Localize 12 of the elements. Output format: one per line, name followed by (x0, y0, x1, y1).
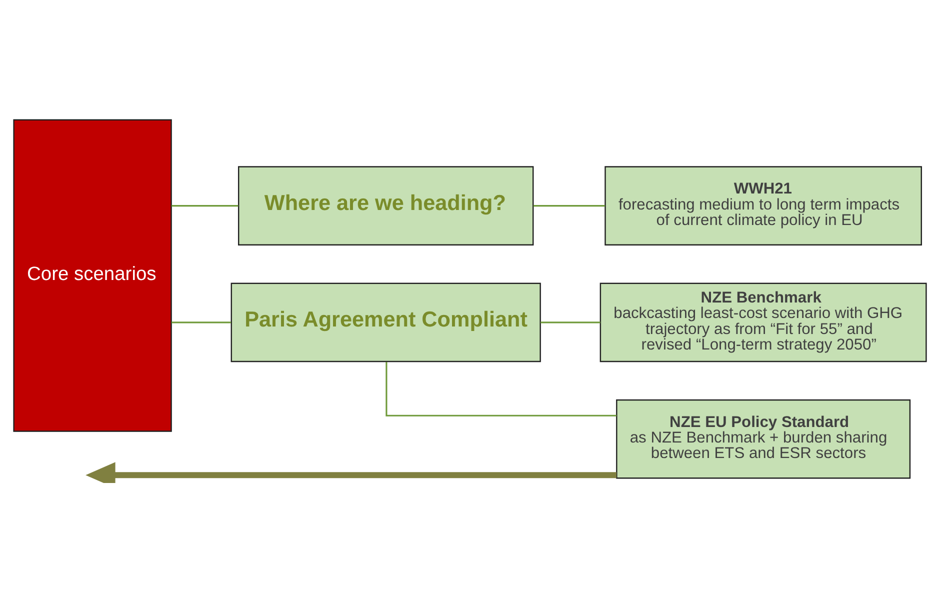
node-box: Paris Agreement Compliant (230, 282, 540, 362)
node-box: Where are we heading? (238, 166, 534, 246)
node-box: NZE EU Policy Standard as NZE Benchmark + burden sharing between ETS and ESR sectors (616, 399, 910, 479)
arrow (85, 462, 616, 483)
node-box: WWH21 forecasting medium to long term impacts of current climate policy in EU (604, 166, 922, 246)
connector (540, 322, 600, 324)
connector (385, 362, 616, 416)
node-box: Core scenarios (12, 119, 172, 432)
connector (532, 205, 604, 207)
connector (171, 205, 238, 207)
node-box: NZE Benchmark backcasting least-cost scenario with GHG trajectory as from “Fit for 55” and revised “Long-term strategy 2050” (599, 282, 926, 362)
connector (171, 322, 230, 324)
